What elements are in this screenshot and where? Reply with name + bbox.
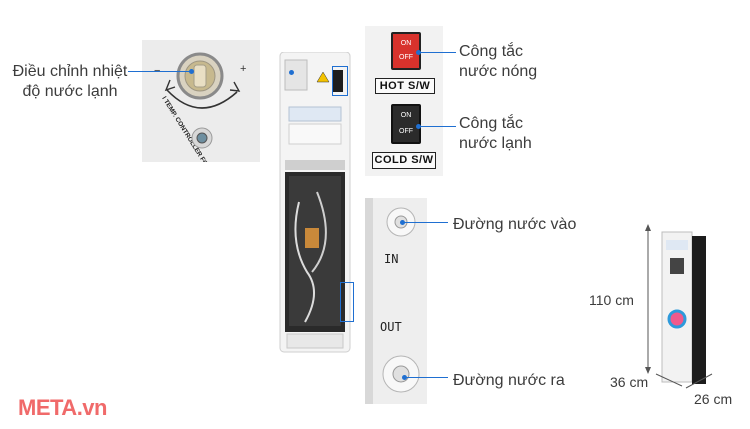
dimension-width: 26 cm xyxy=(694,391,733,407)
hot-on-text: ON xyxy=(400,40,412,47)
port-out-label: OUT xyxy=(380,320,402,334)
highlight-dot-left xyxy=(289,70,294,75)
thermostat-closeup: − + I TEMP. CONTROLLER FOR COLD xyxy=(142,40,260,189)
cold-on-text: ON xyxy=(400,112,412,119)
cold-switch-closeup: ON OFF COLD S/W xyxy=(365,96,443,176)
dimension-height: 110 cm xyxy=(589,292,634,308)
thermostat-illustration: − + I TEMP. CONTROLLER FOR COLD xyxy=(154,52,246,189)
dimension-illustration xyxy=(645,224,713,389)
callout-dot-cold-adjust xyxy=(189,69,194,74)
brand-logo: META.vn xyxy=(18,395,107,420)
callout-dot-hot xyxy=(416,50,421,55)
hot-off-text: OFF xyxy=(399,54,413,61)
port-in-label: IN xyxy=(384,252,399,266)
callout-label-water-in: Đường nước vào xyxy=(453,216,577,233)
dispenser-back-view xyxy=(277,51,353,357)
dimension-depth: 36 cm xyxy=(610,374,649,390)
ports-illustration xyxy=(365,198,420,404)
callout-label-cold-switch: Công tắc nước lạnh xyxy=(459,115,532,152)
highlight-port-area xyxy=(340,282,354,322)
thermostat-plus: + xyxy=(240,63,246,75)
callout-line-hot xyxy=(418,52,456,53)
callout-label-hot-switch: Công tắc nước nóng xyxy=(459,43,538,80)
callout-label-cold-adjust: Điều chỉnh nhiệt độ nước lạnh xyxy=(12,63,128,100)
hot-switch-label: HOT S/W xyxy=(375,78,435,94)
callout-dot-in xyxy=(400,220,405,225)
callout-dot-out xyxy=(402,375,407,380)
highlight-switch-area xyxy=(332,66,348,96)
callout-line-out xyxy=(404,377,448,378)
water-ports-closeup: IN OUT xyxy=(365,198,427,404)
dispenser-illustration xyxy=(279,51,351,353)
cold-off-text: OFF xyxy=(399,128,413,135)
thermostat-ring-text: I TEMP. CONTROLLER FOR COLD xyxy=(160,95,222,162)
callout-label-water-out: Đường nước ra xyxy=(453,372,565,389)
callout-line-cold-adjust xyxy=(128,71,192,72)
cold-switch-label: COLD S/W xyxy=(372,152,436,169)
dimension-diagram xyxy=(600,224,750,424)
hot-switch-closeup: ON OFF HOT S/W xyxy=(365,26,443,96)
callout-line-cold xyxy=(418,126,456,127)
callout-dot-cold xyxy=(416,124,421,129)
callout-line-in xyxy=(402,222,448,223)
